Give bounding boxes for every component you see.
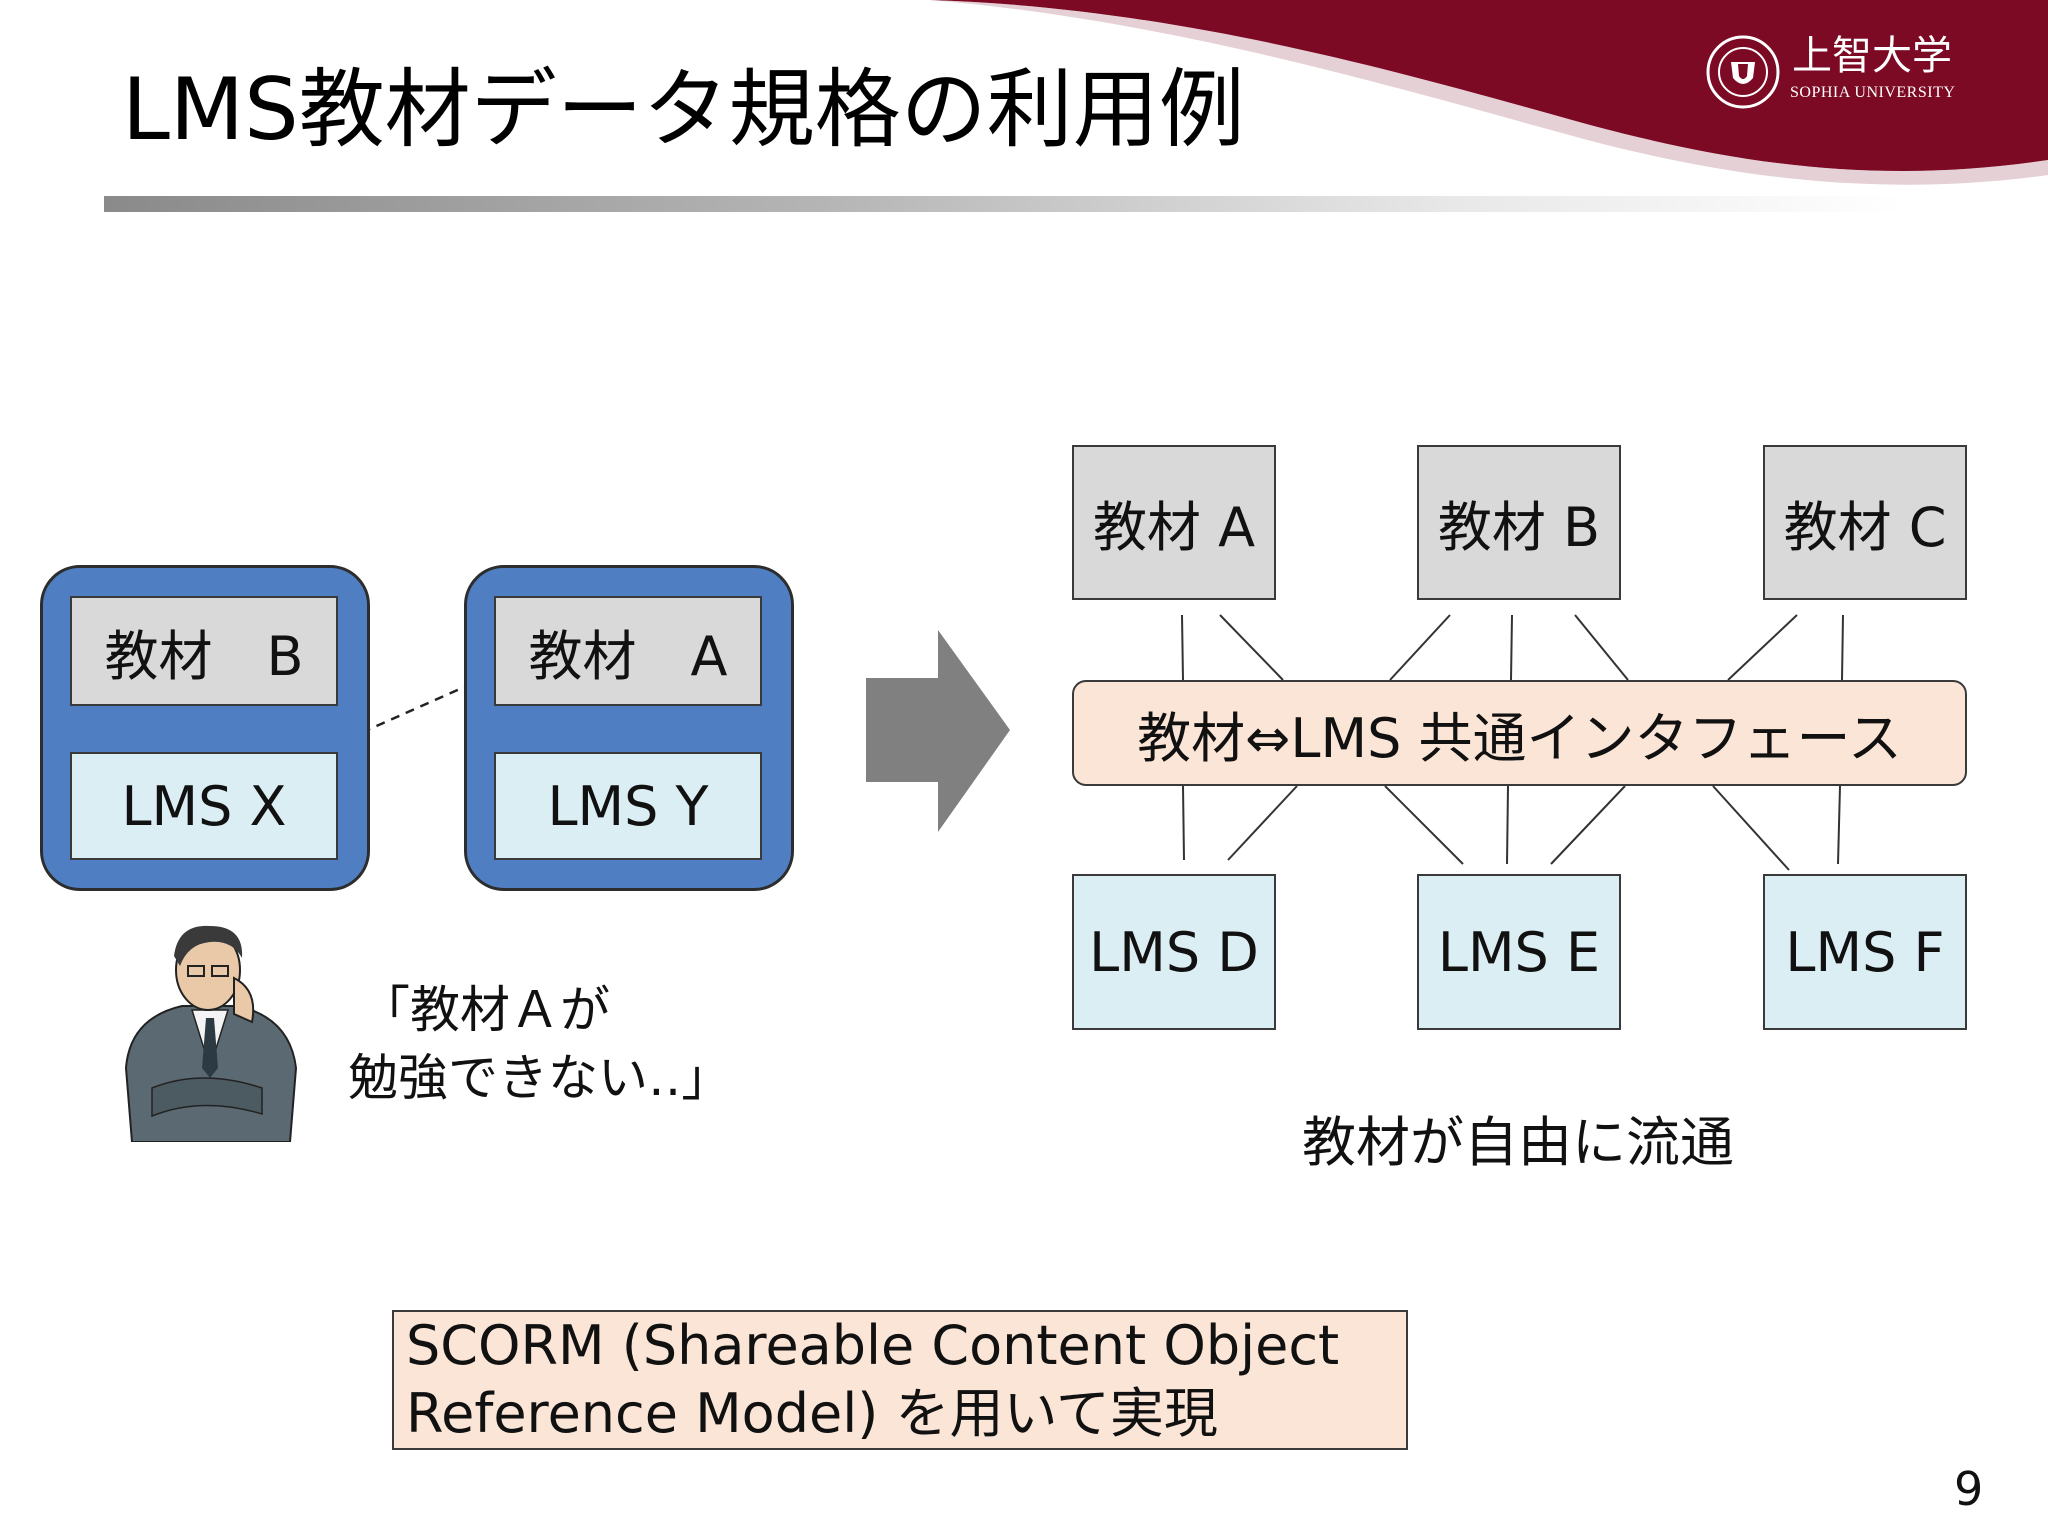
university-name-en: SOPHIA UNIVERSITY	[1790, 84, 1956, 101]
page-number: 9	[1954, 1462, 1984, 1516]
scorm-line-2: Reference Model) を用いて実現	[406, 1382, 1218, 1445]
material-a-box-right: 教材 A	[1072, 445, 1276, 600]
lms-e-box: LMS E	[1417, 874, 1621, 1030]
slide-title: LMS教材データ規格の利用例	[122, 60, 1245, 160]
lms-f-box: LMS F	[1763, 874, 1967, 1030]
circulation-caption: 教材が自由に流通	[1302, 1111, 1734, 1174]
quote-line-1: 「教材Ａが	[360, 981, 610, 1039]
material-b-box-right: 教材 B	[1417, 445, 1621, 600]
material-b-box: 教材 B	[70, 596, 338, 706]
university-name-jp: 上智大学	[1792, 33, 1952, 79]
lms-x-box: LMS X	[70, 752, 338, 860]
quote-line-2: 勉強できない‥」	[348, 1049, 732, 1107]
common-interface-box: 教材⇔LMS 共通インタフェース	[1072, 680, 1967, 786]
university-seal-icon	[1706, 35, 1780, 109]
title-underline	[104, 196, 1904, 212]
troubled-man-icon	[124, 925, 298, 1142]
lms-y-box: LMS Y	[494, 752, 762, 860]
transition-arrow-icon	[866, 630, 1010, 832]
header-swoosh	[930, 0, 2048, 185]
scorm-line-1: SCORM (Shareable Content Object	[406, 1314, 1340, 1377]
lms-d-box: LMS D	[1072, 874, 1276, 1030]
scorm-note: SCORM (Shareable Content Object Referenc…	[392, 1310, 1408, 1450]
material-c-box-right: 教材 C	[1763, 445, 1967, 600]
material-a-box: 教材 A	[494, 596, 762, 706]
